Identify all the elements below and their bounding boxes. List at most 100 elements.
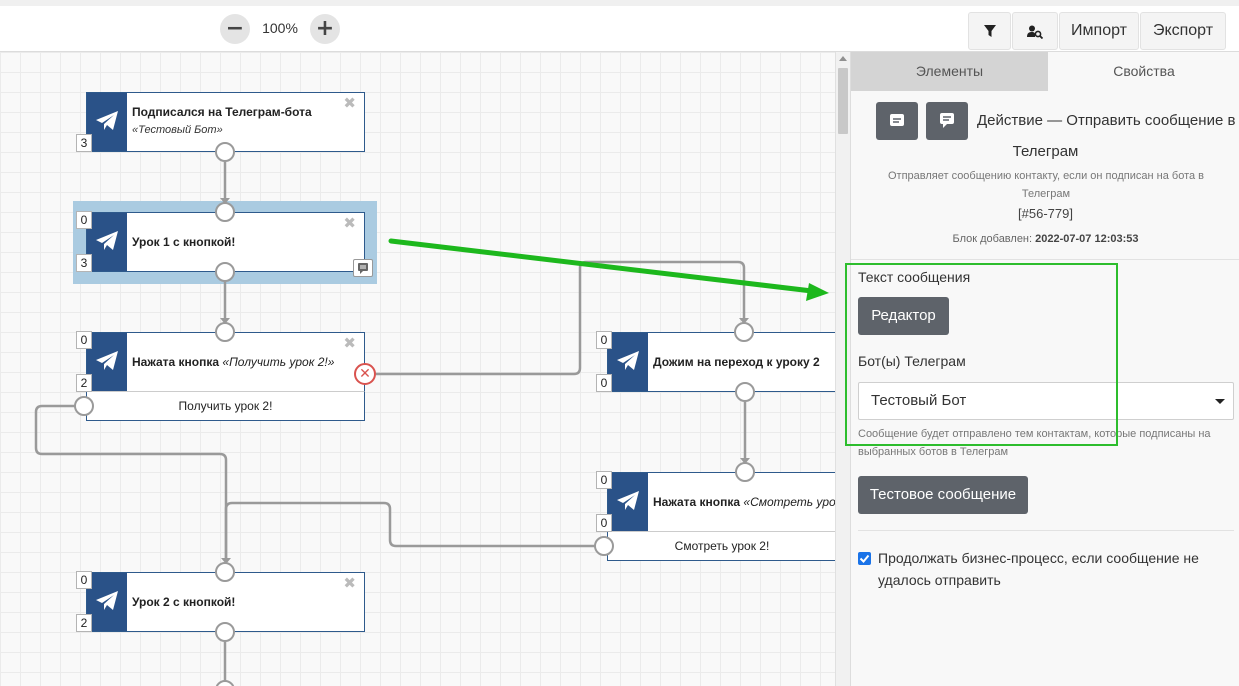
block-added: Блок добавлен: 2022-07-07 12:03:53 [952,233,1139,245]
comment-type-button[interactable] [926,102,968,140]
node-icon [87,213,127,271]
comment-badge[interactable] [353,259,373,277]
node-counter-top: 0 [76,211,92,229]
output-port[interactable] [215,622,235,642]
test-message-button[interactable]: Тестовое сообщение [858,476,1028,514]
action-title-continued: Телеграм [1012,143,1079,160]
button-output-port[interactable] [594,536,614,556]
telegram-icon [96,111,118,130]
node-icon [87,93,127,151]
button-output-port[interactable] [74,396,94,416]
telegram-icon [96,351,118,370]
node-counter-bottom: 2 [76,614,92,632]
telegram-icon [96,231,118,250]
chevron-down-icon [1215,399,1225,404]
wire-5-6 [224,501,604,560]
scroll-thumb[interactable] [838,68,848,134]
workflow-canvas[interactable]: Подписался на Телеграм-бота «Тестовый Бо… [0,52,835,686]
node-counter-bottom: 2 [76,374,92,392]
filter-icon [983,25,996,37]
toolbar: − 100% + Импорт Экспорт [0,0,1239,52]
close-icon[interactable]: ✖ [343,215,356,232]
bot-select[interactable]: Тестовый Бот [858,382,1234,420]
action-description: Отправляет сообщению контакту, если он п… [887,170,1205,200]
output-port[interactable] [215,262,235,282]
node-counter-top: 0 [76,571,92,589]
node-counter-bottom: 0 [596,374,612,392]
scroll-up-arrow[interactable] [839,56,847,61]
minus-icon: − [225,16,245,41]
arrow-head [739,318,749,324]
arrow-head [220,198,230,204]
node-title: Урок 1 с кнопкой! [132,235,236,249]
telegram-icon [617,491,639,510]
node-button-get-lesson-2[interactable]: Нажата кнопка «Получить урок 2!» ✖ [86,332,365,392]
export-button[interactable]: Экспорт [1140,12,1226,50]
node-button-port[interactable]: Смотреть урок 2! [607,531,835,561]
close-icon[interactable]: ✖ [343,575,356,592]
node-counter-top: 0 [596,331,612,349]
node-subtitle: «Тестовый Бот» [132,124,223,136]
node-title: Подписался на Телеграм-бота [132,105,312,119]
output-port[interactable] [215,142,235,162]
node-icon [608,473,648,531]
telegram-icon [617,351,639,370]
message-text-label: Текст сообщения [858,269,971,285]
bot-select-value: Тестовый Бот [871,392,967,409]
node-title-italic: «Получить урок 2!» [222,355,335,369]
node-followup-lesson-2[interactable]: Дожим на переход к уроку 2 [607,332,835,392]
close-icon[interactable]: ✖ [343,95,356,112]
annotation-highlight-box [845,263,1118,446]
node-button-port[interactable]: Получить урок 2! [86,391,365,421]
input-port[interactable] [215,322,235,342]
node-title: Нажата кнопка «Смотреть урок 2!» [653,495,835,509]
input-port[interactable] [735,462,755,482]
zoom-level: 100% [262,20,298,36]
editor-button[interactable]: Редактор [858,297,949,335]
zoom-out-button[interactable]: − [220,14,250,44]
divider [851,259,1239,260]
comment-icon [940,113,954,128]
input-port[interactable] [215,562,235,582]
input-port[interactable] [215,202,235,222]
node-title: Дожим на переход к уроку 2 [653,355,820,369]
output-port[interactable] [735,382,755,402]
node-icon [87,333,127,391]
continue-checkbox-label: Продолжать бизнес-процесс, если сообщени… [878,550,1199,588]
arrow-head [740,458,750,464]
node-button-watch-lesson-2[interactable]: Нажата кнопка «Смотреть урок 2!» [607,472,835,532]
node-title: Урок 2 с кнопкой! [132,595,236,609]
node-counter-bottom: 3 [76,254,92,272]
node-icon [87,573,127,631]
node-title: Нажата кнопка «Получить урок 2!» [132,355,335,369]
arrow-head [220,318,230,324]
node-counter-top: 0 [76,331,92,349]
action-title: Действие — Отправить сообщение в [977,112,1236,129]
error-icon[interactable]: ✕ [354,363,376,385]
continue-checkbox[interactable] [858,552,871,565]
close-icon[interactable]: ✖ [343,335,356,352]
node-title-italic: «Смотреть урок 2!» [743,495,835,509]
comment-icon [358,263,368,274]
node-icon [608,333,648,391]
input-port[interactable] [734,322,754,342]
plus-icon: + [315,16,335,41]
zoom-in-button[interactable]: + [310,14,340,44]
node-counter-bottom: 0 [596,514,612,532]
user-search-icon [1027,25,1044,40]
divider [858,530,1234,531]
block-added-date: 2022-07-07 12:03:53 [1035,233,1139,245]
node-counter-bottom: 3 [76,134,92,152]
tab-elements[interactable]: Элементы [851,52,1048,91]
import-button[interactable]: Импорт [1059,12,1139,50]
user-search-button[interactable] [1012,12,1058,50]
tab-properties[interactable]: Свойства [1048,52,1239,91]
node-counter-top: 0 [596,471,612,489]
filter-button[interactable] [968,12,1011,50]
message-type-button[interactable] [876,102,918,140]
canvas-scrollbar[interactable] [835,52,850,686]
telegram-icon [96,591,118,610]
message-icon [890,114,904,126]
